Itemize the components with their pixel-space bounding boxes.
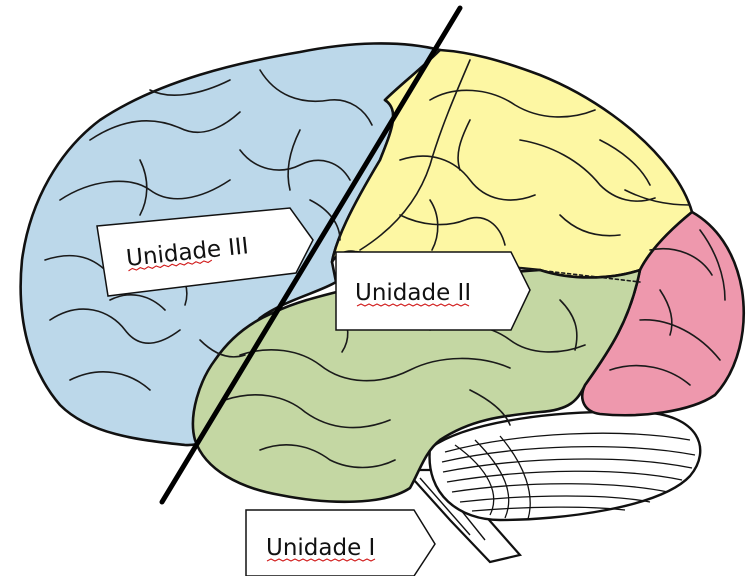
unit2-callout: Unidade II — [336, 252, 530, 330]
unit1-callout: Unidade I — [246, 510, 435, 576]
cerebellum — [430, 412, 701, 520]
unit1-label: Unidade I — [266, 535, 375, 561]
unit2-label: Unidade II — [355, 280, 471, 306]
